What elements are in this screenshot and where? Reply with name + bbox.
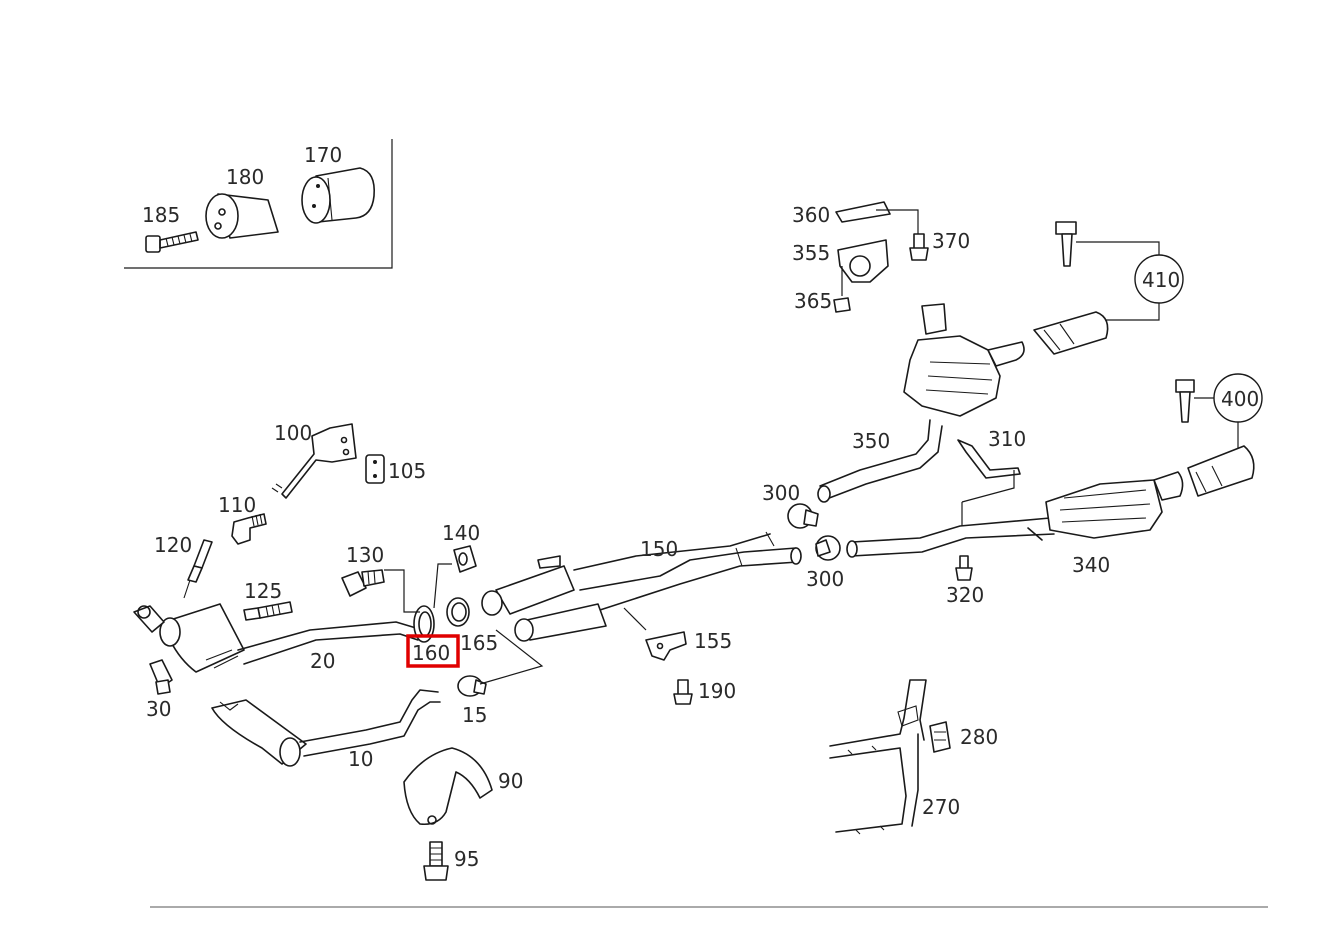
highlight-160 xyxy=(406,634,460,668)
callout-155[interactable]: 155 xyxy=(694,629,732,653)
callout-410[interactable]: 410 xyxy=(1142,268,1180,292)
part-centre-muffler[interactable] xyxy=(903,303,1025,417)
part-150-middle-pipe[interactable] xyxy=(481,531,802,642)
callout-150[interactable]: 150 xyxy=(640,537,678,561)
callout-340[interactable]: 340 xyxy=(1072,553,1110,577)
part-140-nut[interactable] xyxy=(453,545,477,573)
leader-lines xyxy=(384,209,1015,685)
callout-160[interactable]: 160 xyxy=(412,641,450,665)
part-185-bolt[interactable] xyxy=(145,231,199,253)
part-280-clip[interactable] xyxy=(929,721,951,753)
callout-370[interactable]: 370 xyxy=(932,229,970,253)
part-310-hanger[interactable] xyxy=(957,439,1021,479)
part-370-bolt[interactable] xyxy=(909,233,929,261)
part-300-clamp-upper[interactable] xyxy=(787,503,819,529)
part-30-stud[interactable] xyxy=(149,659,173,695)
part-125-oxygen-sensor[interactable] xyxy=(243,601,293,621)
part-365-nut[interactable] xyxy=(833,297,851,313)
callout-310[interactable]: 310 xyxy=(988,427,1026,451)
inset-detail-frame xyxy=(124,139,393,269)
part-300-clamp-lower[interactable] xyxy=(815,535,841,561)
ref-410-circle xyxy=(1076,241,1184,321)
part-95-bolt[interactable] xyxy=(423,841,449,881)
part-180-cap[interactable] xyxy=(205,193,279,239)
callout-110[interactable]: 110 xyxy=(218,493,256,517)
callout-labels: 170 180 185 100 105 110 120 125 130 140 … xyxy=(142,143,1259,871)
callout-15[interactable]: 15 xyxy=(462,703,487,727)
part-360-mount-bracket[interactable] xyxy=(835,201,891,223)
callout-360[interactable]: 360 xyxy=(792,203,830,227)
callout-270[interactable]: 270 xyxy=(922,795,960,819)
part-350-rear-pipe[interactable] xyxy=(817,419,943,503)
part-400-tailpipe-trim[interactable] xyxy=(1175,379,1255,497)
callout-130[interactable]: 130 xyxy=(346,543,384,567)
callout-350[interactable]: 350 xyxy=(852,429,890,453)
part-190-bolt[interactable] xyxy=(673,679,693,705)
callout-280[interactable]: 280 xyxy=(960,725,998,749)
callout-95[interactable]: 95 xyxy=(454,847,479,871)
callout-90[interactable]: 90 xyxy=(498,769,523,793)
callout-180[interactable]: 180 xyxy=(226,165,264,189)
callout-170[interactable]: 170 xyxy=(304,143,342,167)
part-155-hanger[interactable] xyxy=(645,631,687,661)
callout-10[interactable]: 10 xyxy=(348,747,373,771)
part-130-bolt[interactable] xyxy=(341,569,385,597)
callout-300-upper[interactable]: 300 xyxy=(762,481,800,505)
part-270-crossmember[interactable] xyxy=(829,679,927,835)
part-110-bolt[interactable] xyxy=(231,513,267,545)
callout-100[interactable]: 100 xyxy=(274,421,312,445)
callout-190[interactable]: 190 xyxy=(698,679,736,703)
callout-365[interactable]: 365 xyxy=(794,289,832,313)
callout-185[interactable]: 185 xyxy=(142,203,180,227)
callout-105[interactable]: 105 xyxy=(388,459,426,483)
ref-400-circle xyxy=(1194,373,1263,448)
callout-120[interactable]: 120 xyxy=(154,533,192,557)
callout-140[interactable]: 140 xyxy=(442,521,480,545)
part-340-rear-muffler[interactable] xyxy=(846,471,1184,558)
part-410-tailpipe-trim[interactable] xyxy=(1033,221,1109,355)
callout-20[interactable]: 20 xyxy=(310,649,335,673)
part-165-seal-ring[interactable] xyxy=(446,597,470,627)
callout-30[interactable]: 30 xyxy=(146,697,171,721)
part-10-front-pipe[interactable] xyxy=(211,689,441,767)
callout-300-lower[interactable]: 300 xyxy=(806,567,844,591)
callout-400[interactable]: 400 xyxy=(1221,387,1259,411)
callout-355[interactable]: 355 xyxy=(792,241,830,265)
part-105-plate[interactable] xyxy=(365,454,385,484)
part-90-heat-shield[interactable] xyxy=(403,747,493,826)
part-100-bracket[interactable] xyxy=(271,423,357,499)
part-320-bolt[interactable] xyxy=(955,555,973,581)
part-355-rubber-mount[interactable] xyxy=(837,239,889,283)
part-120-oxygen-sensor[interactable] xyxy=(183,539,213,599)
part-15-clamp[interactable] xyxy=(457,675,487,697)
callout-125[interactable]: 125 xyxy=(244,579,282,603)
callout-165[interactable]: 165 xyxy=(460,631,498,655)
part-170-sleeve[interactable] xyxy=(301,167,376,224)
callout-320[interactable]: 320 xyxy=(946,583,984,607)
